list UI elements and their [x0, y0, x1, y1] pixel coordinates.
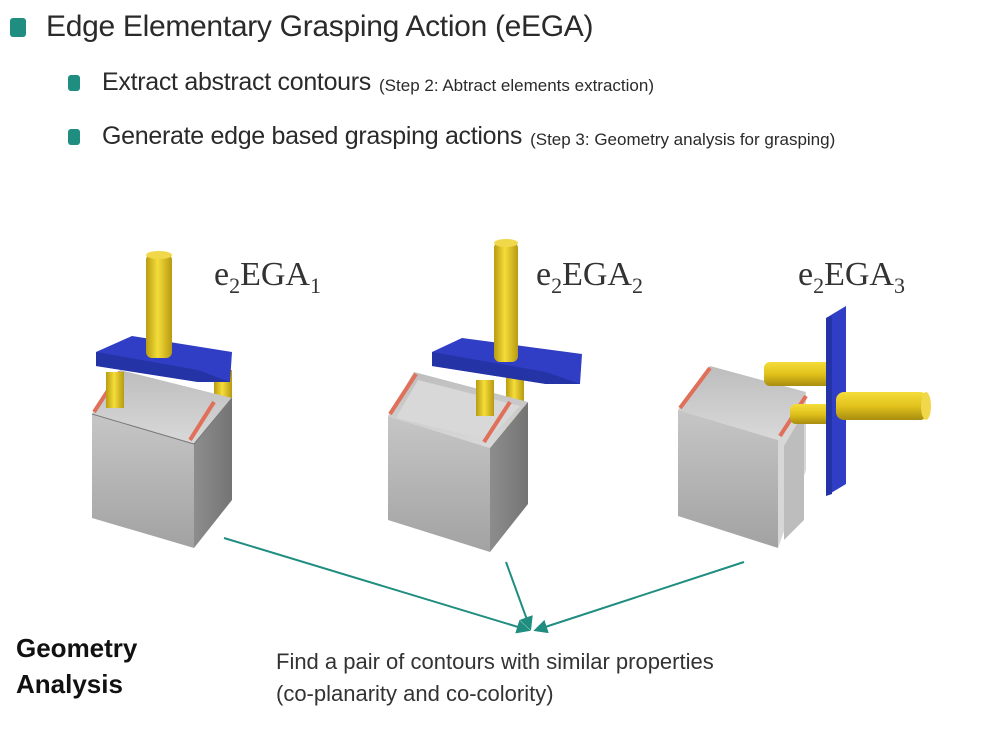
geometry-analysis-label: Geometry Analysis: [16, 630, 137, 702]
grasp-scene-1: [91, 251, 233, 548]
sub-bullet-2: Generate edge based grasping actions (St…: [68, 122, 835, 151]
arrow-from-scene-1: [223, 537, 531, 634]
contour-edge-left: [388, 372, 418, 416]
main-bullet-text: Edge Elementary Grasping Action (eEGA): [46, 10, 594, 43]
box-3: [678, 366, 806, 548]
caption-line-1: Find a pair of contours with similar pro…: [276, 649, 714, 674]
gripper-finger-front: [106, 372, 124, 408]
arrow-from-scene-3: [533, 561, 745, 634]
gripper-finger-front: [476, 380, 494, 416]
bullet-square-icon: [68, 74, 80, 91]
label-ega-2: e2EGA2: [536, 256, 643, 298]
box-1: [91, 370, 233, 548]
sub-bullet-2-note: (Step 3: Geometry analysis for grasping): [530, 129, 836, 149]
grasp-scene-3: [678, 306, 931, 548]
gripper-finger-upper: [764, 362, 834, 386]
sub-bullet-1-note: (Step 2: Abtract elements extraction): [379, 75, 654, 95]
sub-bullet-1: Extract abstract contours (Step 2: Abtra…: [68, 68, 654, 97]
sub-bullet-1-text: Extract abstract contours: [102, 68, 372, 96]
grasp-scene-2: [388, 239, 582, 552]
geometry-analysis-line-1: Geometry: [16, 633, 138, 663]
gripper-shaft: [836, 392, 928, 420]
bullet-square-icon: [10, 17, 26, 37]
contour-edge-top: [678, 366, 712, 410]
caption-line-2: (co-planarity and co-colority): [276, 681, 554, 706]
contour-edge-right: [188, 400, 216, 442]
gripper-finger-lower: [790, 404, 836, 424]
contour-edge-right: [482, 400, 512, 444]
gripper-shaft: [146, 254, 172, 358]
gripper-shaft: [494, 242, 518, 362]
main-bullet: Edge Elementary Grasping Action (eEGA): [10, 10, 594, 44]
geometry-analysis-line-2: Analysis: [16, 669, 123, 699]
caption: Find a pair of contours with similar pro…: [276, 646, 714, 710]
arrow-from-scene-2: [505, 561, 533, 631]
bullet-square-icon: [68, 128, 80, 145]
sub-bullet-2-text: Generate edge based grasping actions: [102, 122, 523, 150]
label-ega-1: e2EGA1: [214, 256, 321, 298]
label-ega-3: e2EGA3: [798, 256, 905, 298]
box-2: [388, 372, 528, 552]
